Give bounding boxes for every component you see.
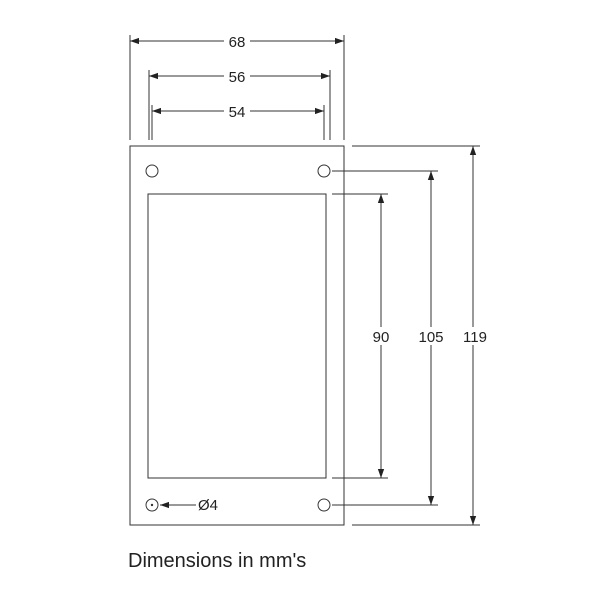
dim-label-hole-spacing-vertical: 105 bbox=[418, 329, 443, 346]
plate-outline bbox=[129, 145, 345, 526]
cutout-outline bbox=[147, 193, 327, 479]
mounting-hole-top-left bbox=[145, 164, 159, 178]
hole-center-dot bbox=[150, 503, 154, 507]
mounting-hole-bottom-left bbox=[145, 498, 159, 512]
dim-label-plate-height: 119 bbox=[463, 329, 487, 346]
dim-label-hole-diameter: Ø4 bbox=[198, 497, 218, 514]
dim-label-plate-width: 68 bbox=[229, 34, 246, 51]
dim-label-hole-spacing-horizontal: 56 bbox=[229, 69, 246, 86]
dim-label-cutout-width: 54 bbox=[229, 104, 246, 121]
units-caption: Dimensions in mm's bbox=[128, 550, 307, 572]
dim-label-cutout-height: 90 bbox=[373, 329, 390, 346]
mounting-hole-bottom-right bbox=[317, 498, 331, 512]
mounting-hole-top-right bbox=[317, 164, 331, 178]
